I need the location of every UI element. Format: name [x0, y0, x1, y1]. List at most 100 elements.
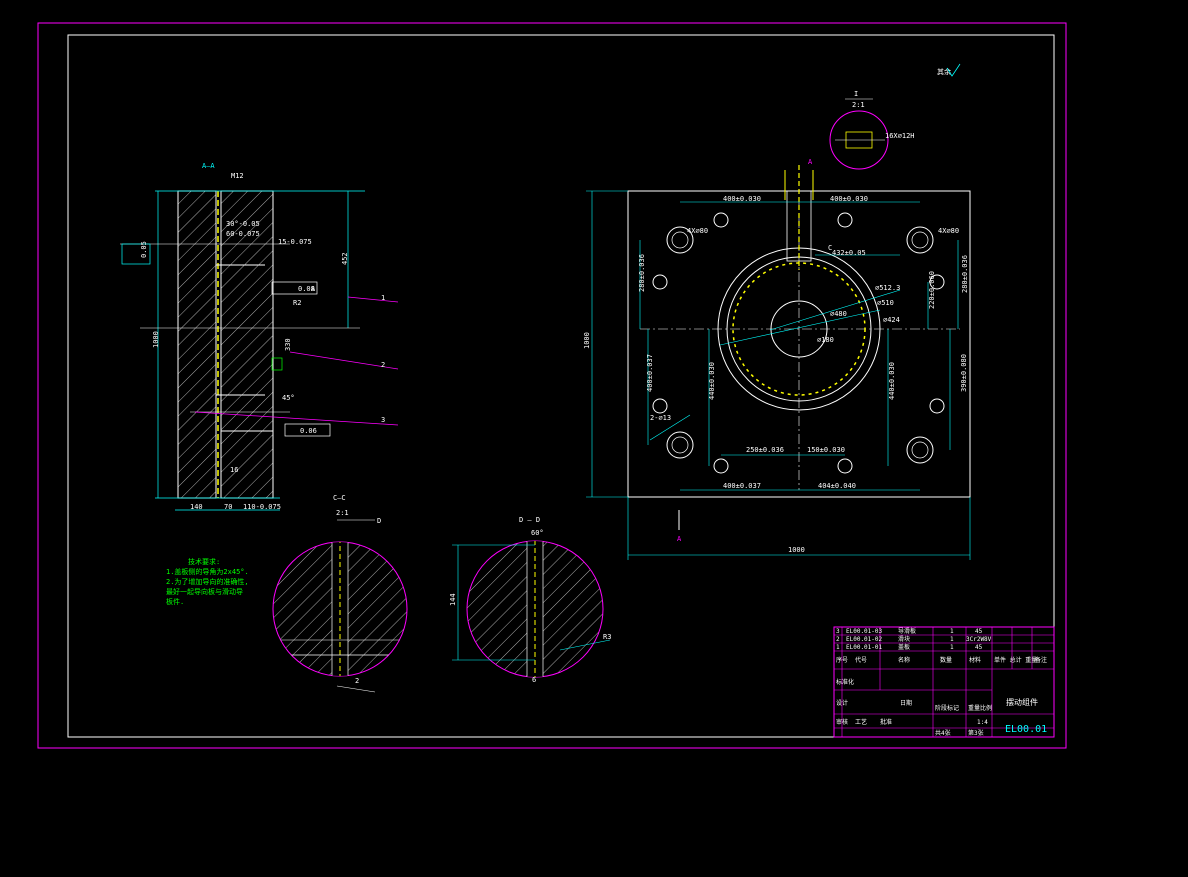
notes-line2: 2.为了增加导向的准确性, — [166, 577, 249, 586]
notes-line1: 1.盖板侧的导角为2x45°. — [166, 567, 249, 576]
dim-440-left: 440±0.030 — [708, 362, 716, 400]
dim-330: 330 — [284, 338, 292, 351]
dim-440-right: 440±0.030 — [888, 362, 896, 400]
tb-row1-code: EL00.01-01 — [846, 644, 883, 651]
technical-notes: 技术要求: 1.盖板侧的导角为2x45°. 2.为了增加导向的准确性, 最好一起… — [166, 557, 249, 606]
notes-line4: 板件. — [166, 597, 184, 606]
tb-header-remark: 备注 — [1035, 656, 1047, 664]
tb-date: 日期 — [900, 699, 912, 707]
tb-ratio: 比例 — [980, 704, 992, 712]
dim-140: 140 — [190, 503, 203, 511]
inner-frame — [67, 34, 1055, 738]
tb-drawing-no: EL00.01 — [1005, 724, 1047, 735]
dim-1000-vertical: 1000 — [583, 332, 591, 349]
tb-row3-qty: 1 — [950, 628, 954, 635]
tb-designer: 设计 — [836, 699, 848, 707]
detail-i: I 2:1 16X⌀12H 其余 — [829, 63, 961, 170]
left-guide-hatch — [220, 430, 274, 499]
dd-angle: 60° — [531, 529, 544, 537]
tb-row1-qty: 1 — [950, 644, 954, 651]
tb-checker: 审核 — [836, 718, 848, 726]
tb-std: 标准化 — [836, 678, 854, 686]
tb-row3-mat: 45 — [975, 628, 983, 635]
tb-row3-code: EL00.01-03 — [846, 628, 883, 635]
dia-512: ⌀512.3 — [875, 284, 900, 292]
dia-180: ⌀180 — [817, 336, 834, 344]
ref-a-1: A — [311, 285, 316, 293]
tb-stage: 阶段标记 — [935, 704, 959, 712]
detail-thread: 16X⌀12H — [885, 132, 915, 140]
tb-row1-mat: 45 — [975, 644, 983, 651]
tb-scale: 1:4 — [977, 719, 988, 726]
tb-row2-qty: 1 — [950, 636, 954, 643]
arrow-a-bottom: A — [677, 535, 682, 543]
notes-title: 技术要求: — [188, 557, 220, 566]
leader-3: 3 — [381, 416, 385, 424]
tol-0.06: 0.06 — [300, 427, 317, 435]
dim-1000-left: 1000 — [152, 331, 160, 348]
dim-150: 150±0.030 — [807, 446, 845, 454]
dd-dim-6: 6 — [532, 676, 536, 684]
cc-arrow-d: D — [377, 517, 381, 525]
hole-4x80-right: 4X⌀80 — [938, 227, 959, 235]
tol-0.05: 0.05 — [140, 241, 148, 258]
arrow-c: C — [828, 244, 832, 252]
angle-dim: 30°-0.05 — [226, 220, 260, 228]
outer-frame — [37, 22, 1067, 749]
cc-label: C—C — [333, 494, 346, 502]
detail-i-label: I — [854, 90, 858, 98]
tb-header-mat: 材料 — [969, 656, 981, 664]
roughness-note: 其余 — [937, 67, 951, 76]
tb-header-no: 序号 — [836, 656, 848, 664]
detail-i-scale: 2:1 — [852, 101, 865, 109]
tb-row2-no: 2 — [836, 636, 840, 643]
dim-16: 16 — [230, 466, 238, 474]
section-dd-view: D — D 60° 144 6 R3 — [449, 516, 611, 684]
dim-60: 60-0.075 — [226, 230, 260, 238]
leader-1: 1 — [381, 294, 385, 302]
section-cc-view: C—C 2:1 D 2 — [272, 494, 408, 693]
dim-390-right: 390±0.080 — [960, 354, 968, 392]
notes-line3: 最好一起导向板与滑动导 — [166, 587, 243, 596]
tb-row2-code: EL00.01-02 — [846, 636, 883, 643]
cc-scale: 2:1 — [336, 509, 349, 517]
tol-0.08: 0.08 — [298, 285, 315, 293]
arrow-a-top: A — [808, 158, 813, 166]
dim-432: 432±0.05 — [832, 249, 866, 257]
tb-row2-mat: 3Cr2W8V — [966, 636, 992, 643]
aa-label: A—A — [202, 162, 215, 170]
dia-424: ⌀424 — [883, 316, 900, 324]
dd-dim-144: 144 — [449, 593, 457, 606]
title-block: 3 EL00.01-03 导滑板 1 45 2 EL00.01-02 滑块 1 … — [833, 626, 1055, 738]
left-slider-hatch — [220, 190, 274, 432]
tb-header-code: 代号 — [855, 656, 867, 664]
dim-220: 220±0.060 — [928, 271, 936, 309]
dim-400-top-left: 400±0.030 — [723, 195, 761, 203]
dim-110: 110-0.075 — [243, 503, 281, 511]
tb-sheet: 共4张 — [935, 729, 951, 737]
m12-dim: M12 — [231, 172, 244, 180]
tb-row3-no: 3 — [836, 628, 840, 635]
dim-1000-horizontal: 1000 — [788, 546, 805, 554]
tb-part-title: 摆动组件 — [1006, 697, 1038, 707]
left-section-view: A—A M12 30°-0.05 60-0.075 15-0.075 452 1… — [120, 162, 399, 511]
tb-header-wt: 单件 总计 重量 — [994, 656, 1037, 664]
dim-2x13: 2-⌀13 — [650, 414, 671, 422]
main-plan-view: 400±0.030 400±0.030 4X⌀80 4X⌀80 432±0.05… — [583, 158, 971, 560]
dim-404: 404±0.040 — [818, 482, 856, 490]
dd-label: D — D — [519, 516, 540, 524]
dia-480: ⌀480 — [830, 310, 847, 318]
cc-dim-2: 2 — [355, 677, 359, 685]
leader-2: 2 — [381, 361, 385, 369]
dim-400-top-right: 400±0.030 — [830, 195, 868, 203]
r2-dim: R2 — [293, 299, 301, 307]
tb-row1-name: 盖板 — [898, 643, 910, 651]
hole-4x80-left: 4X⌀80 — [687, 227, 708, 235]
dia-510: ⌀510 — [877, 299, 894, 307]
tb-approve: 批准 — [880, 718, 892, 726]
dim-452: 452 — [341, 252, 349, 265]
tb-weight: 重量 — [968, 704, 980, 712]
dim-280-right: 280±0.036 — [961, 255, 969, 293]
tb-header-name: 名称 — [898, 656, 910, 664]
